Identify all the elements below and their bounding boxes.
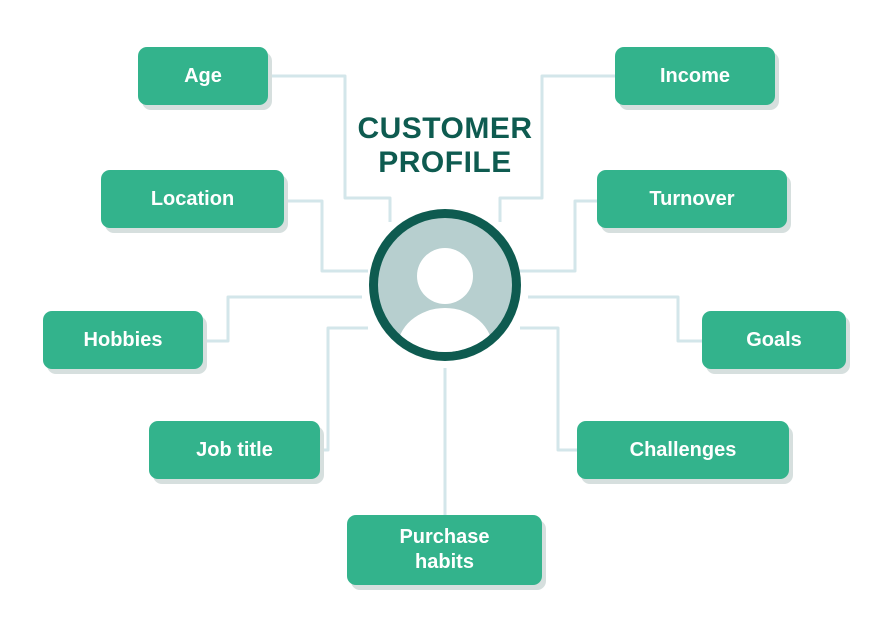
node-goals: Goals [702,311,846,369]
node-job-title-label: Job title [196,438,273,461]
node-purchase-habits-label-line-2: habits [415,551,474,573]
node-job-title: Job title [149,421,320,479]
node-purchase-habits-label-line-1: Purchase [399,526,490,548]
node-income-label: Income [659,64,731,87]
user-profile-icon [369,209,521,361]
node-location-label: Location [150,187,235,210]
diagram-title: CUSTOMER PROFILE [345,112,545,180]
connector-location [284,199,368,273]
connector-age [268,74,392,222]
connector-hobbies [203,295,362,343]
node-age-label: Age [184,64,222,87]
node-challenges: Challenges [577,421,789,479]
title-line-2: PROFILE [378,146,512,179]
connector-job-title [320,326,368,452]
connector-income [498,74,615,222]
node-income: Income [615,47,775,105]
node-goals-label: Goals [746,328,802,351]
node-hobbies-label: Hobbies [83,328,163,351]
node-purchase-habits: Purchase habits [347,515,542,585]
node-hobbies: Hobbies [43,311,203,369]
node-challenges-label: Challenges [629,438,737,461]
node-turnover-label: Turnover [649,187,735,210]
title-line-1: CUSTOMER [357,112,533,145]
node-turnover: Turnover [597,170,787,228]
node-location: Location [101,170,284,228]
connector-goals [528,295,702,343]
node-age: Age [138,47,268,105]
connector-challenges [520,326,577,452]
connector-turnover [520,199,597,273]
